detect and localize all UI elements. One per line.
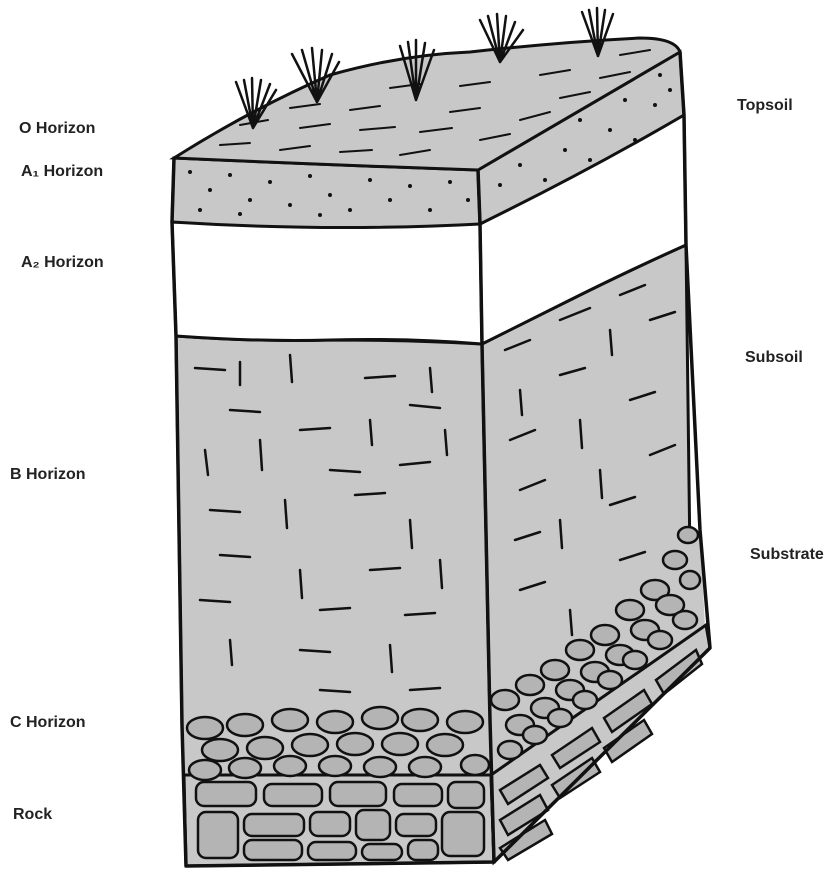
b-horizon-front-face — [176, 336, 490, 725]
a2-front-face — [172, 222, 482, 344]
